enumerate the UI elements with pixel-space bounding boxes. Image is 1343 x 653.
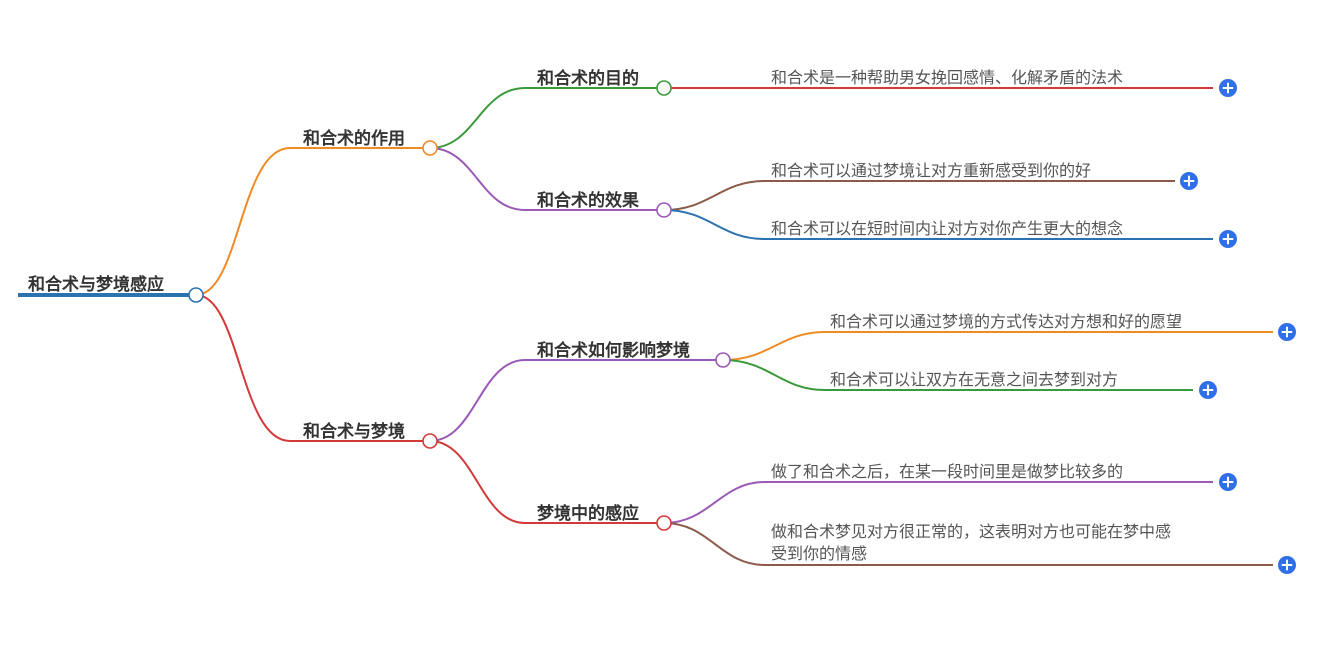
leaf-label: 和合术可以通过梦境让对方重新感受到你的好: [771, 161, 1091, 180]
plus-icon: [1222, 82, 1234, 94]
sub-branch-label: 和合术的目的: [537, 68, 639, 89]
root-label: 和合术与梦境感应: [28, 274, 164, 295]
expand-button[interactable]: [1219, 230, 1237, 248]
sub-branch-label: 和合术如何影响梦境: [537, 340, 690, 361]
sub-branch-node-dot[interactable]: [656, 80, 672, 96]
leaf-label: 和合术可以让双方在无意之间去梦到对方: [830, 370, 1118, 389]
sub-branch-node-dot[interactable]: [656, 202, 672, 218]
leaf-label: 做和合术梦见对方很正常的，这表明对方也可能在梦中感: [771, 522, 1171, 541]
link-branch-1-child-0: [429, 359, 723, 442]
link-leaf-0-1-1: [663, 209, 1213, 240]
link-branch-0-child-0: [429, 87, 664, 149]
leaf-label: 做了和合术之后，在某一段时间里是做梦比较多的: [771, 462, 1123, 481]
plus-icon: [1281, 559, 1293, 571]
link-leaf-1-0-0: [722, 331, 1273, 361]
expand-button[interactable]: [1219, 79, 1237, 97]
plus-icon: [1222, 476, 1234, 488]
plus-icon: [1202, 384, 1214, 396]
link-root-to-branch-1: [195, 294, 430, 442]
leaf-node-1-0-0[interactable]: 和合术可以通过梦境的方式传达对方想和好的愿望: [830, 312, 1296, 341]
leaf-node-0-0-0[interactable]: 和合术是一种帮助男女挽回感情、化解矛盾的法术: [771, 68, 1237, 97]
link-leaf-1-0-1: [722, 359, 1193, 391]
sub-branch-node-0-0[interactable]: 和合术的目的: [537, 68, 672, 96]
expand-button[interactable]: [1199, 381, 1217, 399]
branch-node-0[interactable]: 和合术的作用: [303, 128, 438, 156]
link-root-to-branch-0: [195, 147, 430, 296]
branch-label: 和合术与梦境: [303, 421, 405, 442]
sub-branch-node-1-1[interactable]: 梦境中的感应: [537, 503, 672, 531]
leaf-node-0-1-1[interactable]: 和合术可以在短时间内让对方对你产生更大的想念: [771, 219, 1237, 248]
link-leaf-0-1-0: [663, 180, 1175, 211]
plus-icon: [1281, 326, 1293, 338]
sub-branch-node-dot[interactable]: [715, 352, 731, 368]
branch-node-1[interactable]: 和合术与梦境: [303, 421, 438, 449]
sub-branch-node-0-1[interactable]: 和合术的效果: [537, 190, 672, 218]
link-leaf-1-1-1: [663, 522, 1273, 566]
mind-map-links: [18, 87, 1273, 566]
sub-branch-node-dot[interactable]: [656, 515, 672, 531]
plus-icon: [1222, 233, 1234, 245]
leaf-label: 和合术可以在短时间内让对方对你产生更大的想念: [771, 219, 1123, 238]
link-branch-0-child-1: [429, 147, 664, 211]
link-branch-1-child-1: [429, 440, 664, 524]
leaf-node-1-0-1[interactable]: 和合术可以让双方在无意之间去梦到对方: [830, 370, 1217, 399]
sub-branch-label: 和合术的效果: [537, 190, 639, 211]
expand-button[interactable]: [1219, 473, 1237, 491]
leaf-label: 受到你的情感: [771, 544, 867, 563]
leaf-node-1-1-0[interactable]: 做了和合术之后，在某一段时间里是做梦比较多的: [771, 462, 1237, 491]
leaf-label: 和合术是一种帮助男女挽回感情、化解矛盾的法术: [771, 68, 1123, 87]
plus-icon: [1183, 175, 1195, 187]
root-node[interactable]: 和合术与梦境感应: [28, 274, 204, 303]
expand-button[interactable]: [1278, 556, 1296, 574]
link-leaf-1-1-0: [663, 481, 1213, 524]
root-node-dot[interactable]: [188, 287, 204, 303]
expand-button[interactable]: [1278, 323, 1296, 341]
branch-label: 和合术的作用: [303, 128, 405, 149]
sub-branch-node-1-0[interactable]: 和合术如何影响梦境: [537, 340, 731, 368]
sub-branch-label: 梦境中的感应: [537, 503, 639, 524]
branch-node-dot[interactable]: [422, 140, 438, 156]
leaf-label: 和合术可以通过梦境的方式传达对方想和好的愿望: [830, 312, 1182, 331]
expand-button[interactable]: [1180, 172, 1198, 190]
leaf-node-0-1-0[interactable]: 和合术可以通过梦境让对方重新感受到你的好: [771, 161, 1198, 190]
branch-node-dot[interactable]: [422, 433, 438, 449]
leaf-node-1-1-1[interactable]: 做和合术梦见对方很正常的，这表明对方也可能在梦中感 受到你的情感: [771, 522, 1296, 574]
